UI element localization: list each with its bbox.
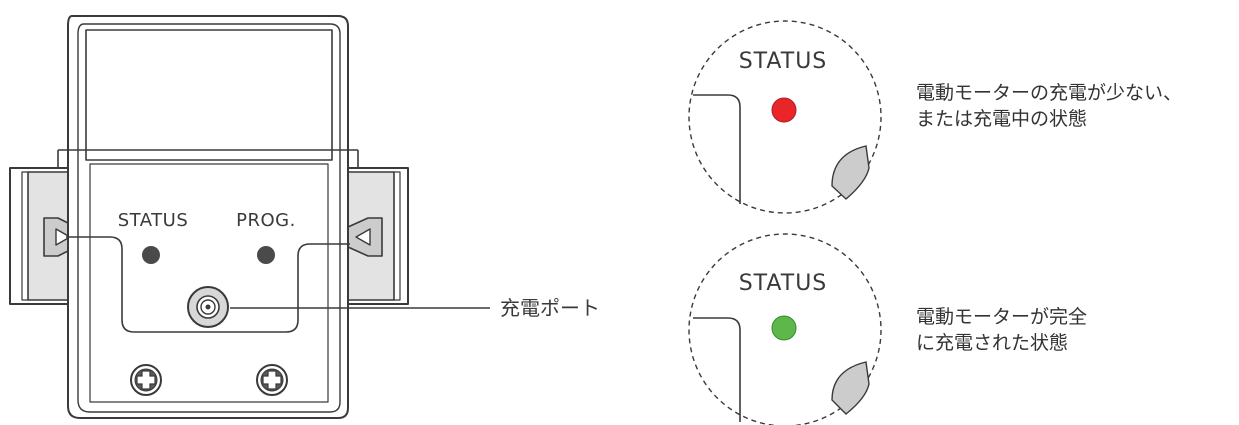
status-led-green xyxy=(771,315,797,341)
device-housing xyxy=(67,15,349,419)
low-charge-description: 電動モーターの充電が少ない、 または充電中の状態 xyxy=(916,80,1182,132)
description-line: に充電された状態 xyxy=(916,332,1069,354)
zoom-view-low-charge: STATUS xyxy=(688,20,882,214)
zoom-status-label: STATUS xyxy=(739,271,828,296)
prog-led xyxy=(257,246,275,264)
device-illustration xyxy=(9,15,490,419)
prog-label: PROG. xyxy=(236,210,296,231)
status-led-red xyxy=(771,97,797,123)
status-led xyxy=(142,246,160,264)
right-side-mount xyxy=(329,167,409,305)
status-label: STATUS xyxy=(118,210,189,231)
full-charge-description: 電動モーターが完全 に充電された状態 xyxy=(916,304,1087,356)
description-line: または充電中の状態 xyxy=(916,108,1088,130)
phillips-screw-icon xyxy=(256,364,288,396)
zoom-view-full-charge: STATUS xyxy=(688,233,882,425)
description-line: 電動モーターの充電が少ない、 xyxy=(916,82,1183,104)
phillips-screw-icon xyxy=(130,364,162,396)
description-line: 電動モーターが完全 xyxy=(916,306,1088,328)
charge-port-icon xyxy=(187,286,229,328)
charge-port-callout-label: 充電ポート xyxy=(500,296,600,320)
zoom-status-label: STATUS xyxy=(739,49,828,74)
